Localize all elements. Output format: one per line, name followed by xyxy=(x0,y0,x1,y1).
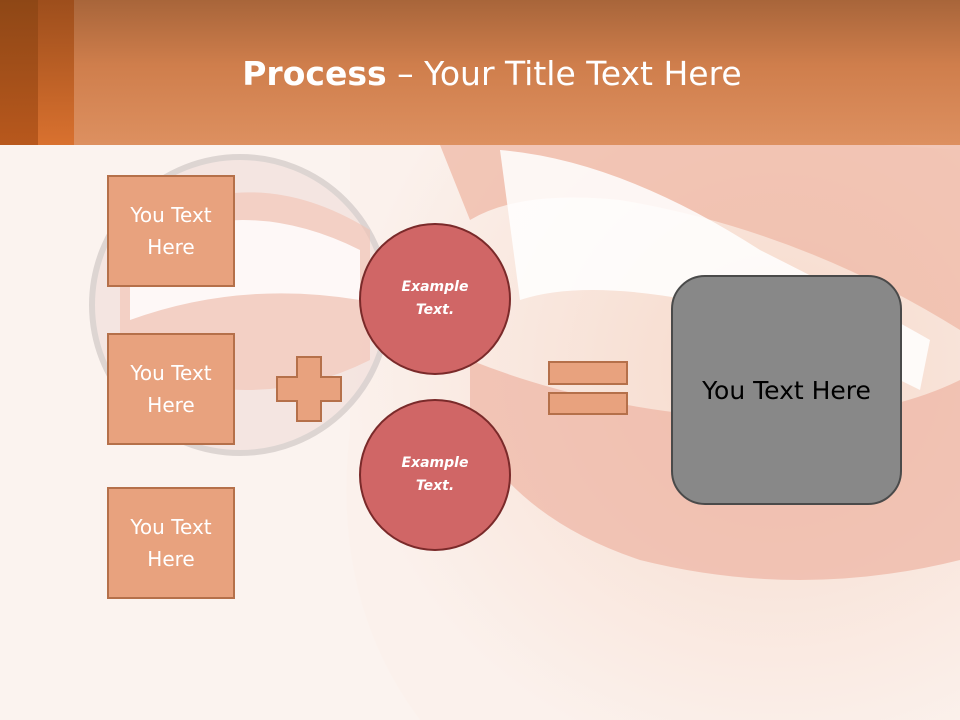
input-label: You Text Here xyxy=(130,361,212,417)
input-label: You Text Here xyxy=(130,515,212,571)
plus-icon xyxy=(276,356,342,422)
input-box-3: You Text Here xyxy=(107,487,235,599)
example-circle-2: Example Text. xyxy=(359,399,511,551)
example-circle-1: Example Text. xyxy=(359,223,511,375)
circle-label: Example Text. xyxy=(401,279,469,318)
title-bold: Process xyxy=(242,54,387,93)
slide-title: Process – Your Title Text Here xyxy=(0,52,960,96)
header-bar: Process – Your Title Text Here xyxy=(0,0,960,145)
input-box-1: You Text Here xyxy=(107,175,235,287)
header-accent-stripe xyxy=(0,0,38,145)
input-box-2: You Text Here xyxy=(107,333,235,445)
header-accent-stripe xyxy=(38,0,74,145)
input-label: You Text Here xyxy=(130,203,212,259)
equals-icon xyxy=(548,361,628,415)
circle-label: Example Text. xyxy=(401,455,469,494)
result-box: You Text Here xyxy=(671,275,902,505)
title-rest: – Your Title Text Here xyxy=(386,54,742,93)
result-label: You Text Here xyxy=(702,375,871,405)
